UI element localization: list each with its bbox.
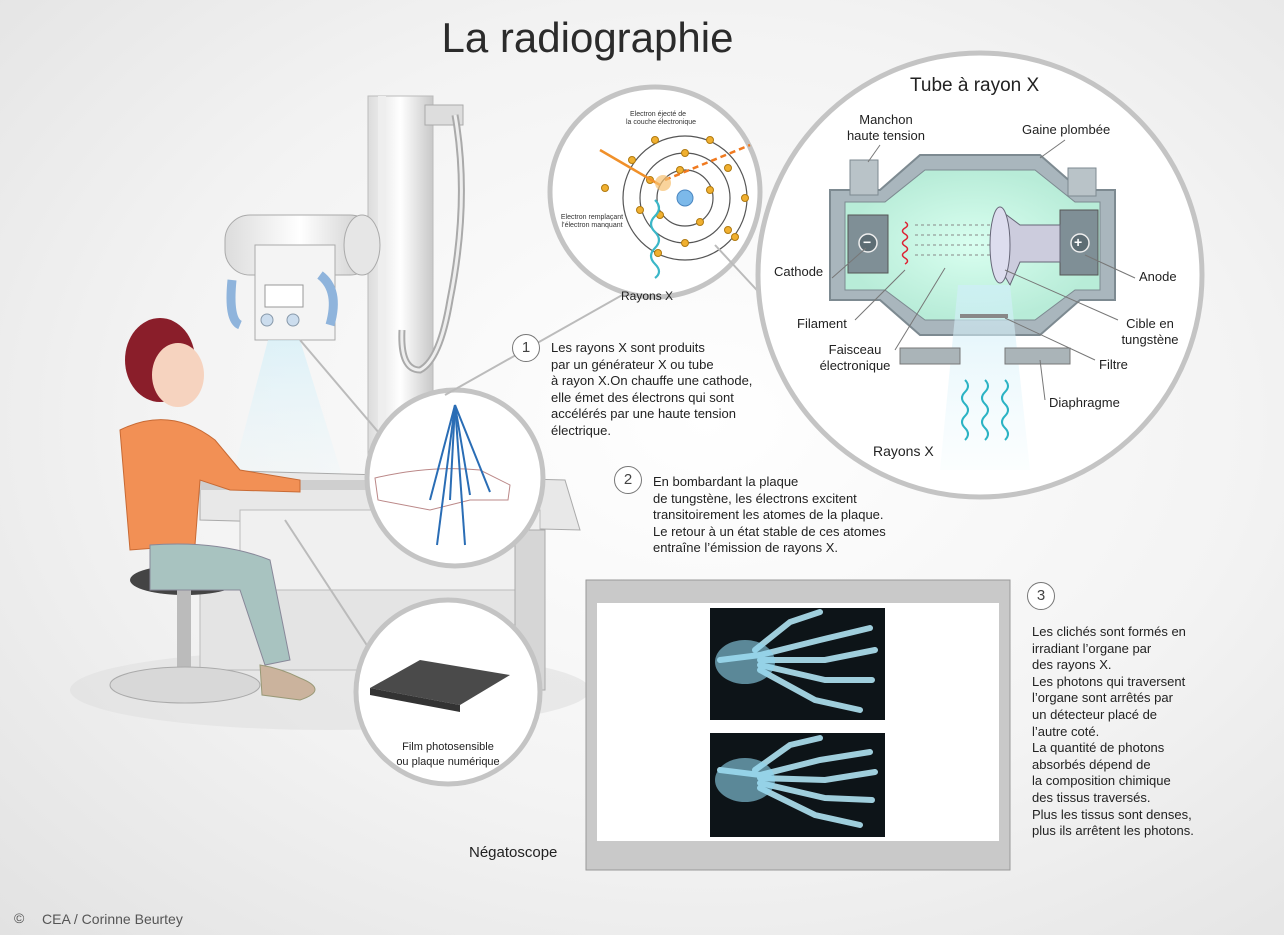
gaine-label: Gaine plombée — [1022, 122, 1111, 137]
minus-sign: − — [863, 234, 872, 250]
ejected-line-1: Electron éjecté de — [629, 111, 687, 118]
step-3-line: irradiant l’organe par — [1032, 640, 1152, 656]
step-3-line: Les photons qui traversent — [1032, 673, 1186, 689]
step-1-line: accélérés par une haute tension — [551, 406, 737, 422]
film-label: Film photosensible ou plaque numérique — [378, 740, 518, 770]
step-1-line: elle émet des électrons qui sont — [551, 389, 734, 405]
step-3-line: La quantité de photons — [1032, 740, 1165, 756]
tube-heading: Tube à rayon X — [910, 75, 1040, 96]
step-2-line: En bombardant la plaque — [653, 474, 799, 489]
step-3-line: absorbés dépend de — [1032, 756, 1151, 772]
step-3-number: 3 — [1027, 582, 1055, 610]
replacing-line-1: Electron remplaçant — [560, 214, 624, 221]
cible-line-2: tungstène — [1121, 332, 1179, 347]
atom-rayons-x-label: Rayons X — [621, 289, 674, 303]
replacing-line-2: l’électron manquant — [561, 222, 623, 229]
cathode-label: Cathode — [774, 264, 824, 279]
manchon-label: Manchon haute tension — [836, 112, 936, 144]
step-3-line: des tissus traversés. — [1032, 789, 1151, 805]
filament-label: Filament — [797, 316, 847, 331]
step-3-line: plus ils arrêtent les photons. — [1032, 823, 1194, 839]
ejected-line-2: la couche électronique — [626, 119, 697, 126]
manchon-line-2: haute tension — [846, 128, 926, 143]
step-3-line: Les clichés sont formés en — [1032, 624, 1186, 639]
page-title: La radiographie — [441, 14, 734, 61]
step-3-line: la composition chimique — [1032, 773, 1171, 789]
step-3-line: des rayons X. — [1032, 657, 1112, 673]
step-1-line: à rayon X.On chauffe une cathode, — [551, 373, 753, 389]
credit-text: CEA / Corinne Beurtey — [42, 911, 183, 927]
faisceau-line-2: électronique — [819, 358, 891, 373]
step-3-line: Plus les tissus sont denses, — [1032, 806, 1192, 822]
plus-sign: + — [1074, 234, 1083, 250]
manchon-line-1: Manchon — [859, 112, 913, 127]
step-3-text: Les clichés sont formés en irradiant l’o… — [1032, 624, 1194, 840]
negatoscope-label: Négatoscope — [469, 844, 558, 861]
step-1-number: 1 — [512, 334, 540, 362]
step-1-line: par un générateur X ou tube — [551, 356, 714, 372]
copyright-icon: © — [14, 910, 25, 926]
film-line-1: Film photosensible — [402, 741, 494, 753]
anode-label: Anode — [1139, 269, 1177, 284]
step-1-text: Les rayons X sont produits par un généra… — [551, 340, 752, 440]
step-3-line: l’organe sont arrêtés par — [1032, 690, 1173, 706]
step-2-line: entraîne l’émission de rayons X. — [653, 540, 838, 556]
step-2-text: En bombardant la plaque de tungstène, le… — [653, 474, 886, 557]
diaphragme-label: Diaphragme — [1049, 395, 1120, 410]
step-3-line: l’autre coté. — [1032, 723, 1100, 739]
faisceau-label: Faisceau électronique — [810, 342, 900, 374]
replacing-electron-label: Electron remplaçant l’électron manquant — [560, 214, 624, 230]
step-3-line: un détecteur placé de — [1032, 706, 1158, 722]
tube-rayons-x-label: Rayons X — [873, 443, 934, 459]
faisceau-line-1: Faisceau — [828, 342, 882, 357]
filtre-label: Filtre — [1099, 357, 1128, 372]
step-1-line: Les rayons X sont produits — [551, 340, 705, 355]
step-2-line: transitoirement les atomes de la plaque. — [653, 507, 884, 523]
ejected-electron-label: Electron éjecté de la couche électroniqu… — [626, 111, 697, 127]
step-2-number: 2 — [614, 466, 642, 494]
step-2-line: de tungstène, les électrons excitent — [653, 490, 857, 506]
step-1-line: électrique. — [551, 422, 611, 438]
film-line-2: ou plaque numérique — [396, 756, 500, 768]
cible-line-1: Cible en — [1126, 316, 1174, 331]
cible-label: Cible en tungstène — [1112, 316, 1188, 348]
step-2-line: Le retour à un état stable de ces atomes — [653, 523, 886, 539]
